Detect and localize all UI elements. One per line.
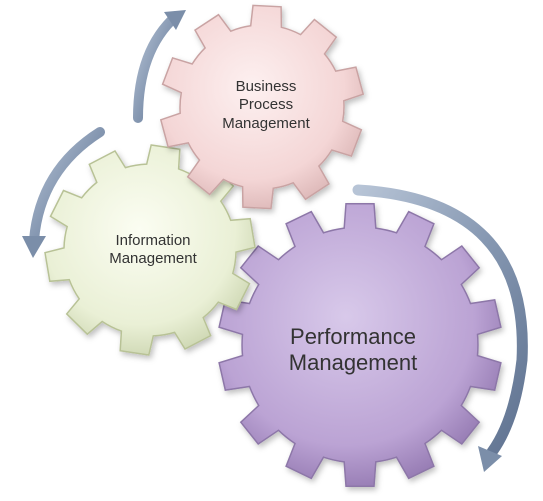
arrow-right — [352, 184, 528, 472]
gear-information-management — [44, 144, 256, 356]
gear-label-line: Performance — [290, 324, 416, 349]
gear-label-information-management: Information Management — [78, 232, 228, 269]
gear-label-line: Management — [288, 349, 418, 375]
arrow-left — [22, 127, 105, 258]
gear-label-business-process-management: Business Process Management — [196, 78, 336, 133]
gear-performance-management — [218, 202, 502, 488]
gear-label-line: Process — [238, 96, 294, 114]
gear-label-line: Management — [109, 250, 197, 268]
arrow-top — [133, 10, 186, 123]
gear-label-performance-management: Performance Management — [268, 324, 438, 376]
gear-label-line: Business — [235, 78, 297, 95]
gear-label-line: Management — [222, 114, 310, 132]
gear-business-process-management — [159, 4, 365, 210]
gear-label-line: Information — [115, 232, 191, 249]
